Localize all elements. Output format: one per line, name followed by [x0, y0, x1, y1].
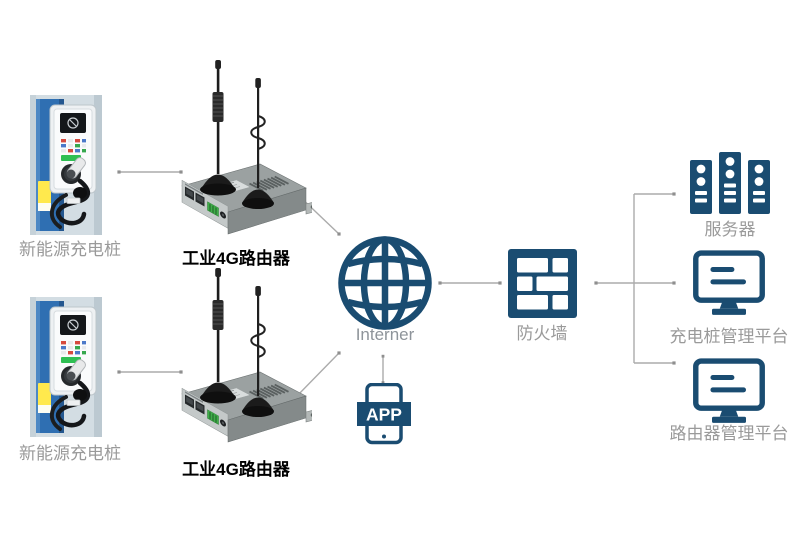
desktop-monitor-icon	[693, 250, 765, 315]
charging-station-2	[30, 297, 102, 437]
charger-platform-node	[690, 250, 768, 318]
server-node	[688, 152, 772, 214]
internet-globe-icon	[338, 236, 432, 330]
router-platform-label: 路由器管理平台	[669, 424, 789, 443]
industrial-4g-router-photo	[181, 60, 312, 235]
charger-platform-label: 充电桩管理平台	[669, 327, 789, 346]
ev-charging-station-photo	[30, 297, 102, 437]
charging-station-1	[30, 95, 102, 235]
firewall-label: 防火墙	[516, 324, 568, 343]
desktop-monitor-icon	[693, 358, 765, 423]
router-2-label: 工业4G路由器	[182, 460, 290, 479]
router-platform-node	[690, 358, 768, 426]
router-1	[172, 58, 312, 242]
internet-label: Interner	[355, 325, 415, 344]
charging-station-1-label: 新能源充电桩	[19, 240, 121, 259]
router-1-label: 工业4G路由器	[182, 249, 290, 268]
charging-station-2-label: 新能源充电桩	[19, 444, 121, 463]
router-2	[172, 266, 312, 450]
brick-wall-firewall-icon	[508, 249, 577, 318]
server-rack-icon	[690, 152, 770, 214]
industrial-4g-router-photo	[181, 268, 312, 443]
firewall-node	[508, 249, 577, 318]
smartphone-app-icon: APP	[357, 383, 411, 445]
internet-node	[337, 235, 433, 331]
app-banner-text: APP	[366, 405, 402, 425]
server-label: 服务器	[704, 220, 756, 239]
ev-charging-station-photo	[30, 95, 102, 235]
app-node: APP	[357, 383, 411, 445]
